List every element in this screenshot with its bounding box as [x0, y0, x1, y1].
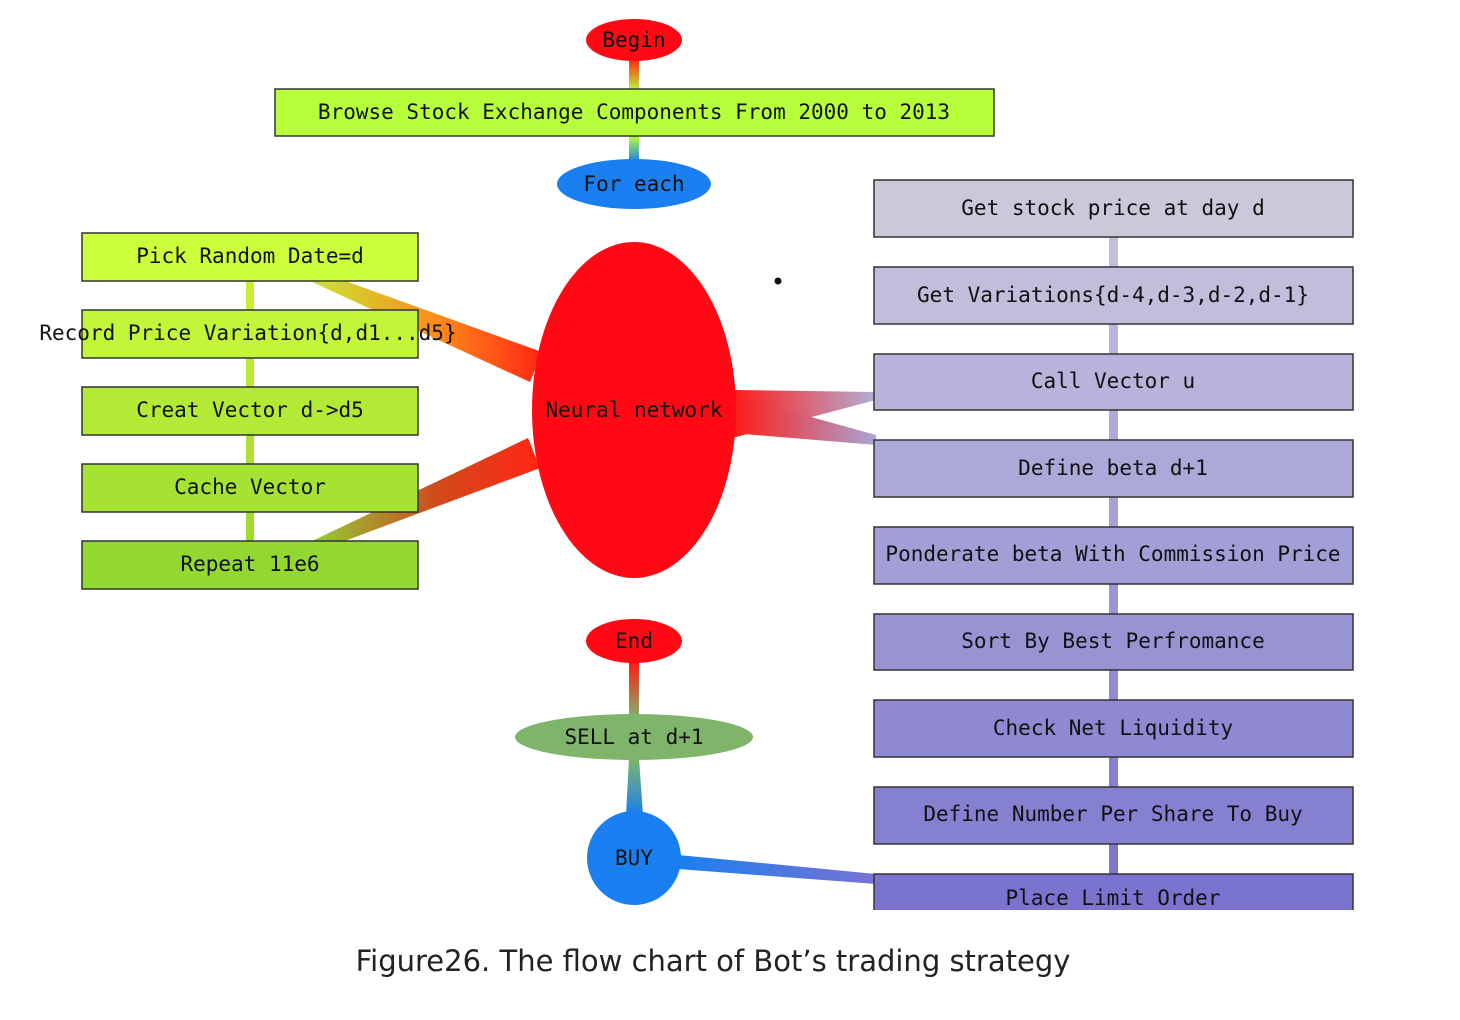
- buy-label: BUY: [615, 846, 653, 870]
- left-step-3: [81, 386, 419, 436]
- sell-node: [515, 714, 753, 760]
- right-step-6: [873, 613, 1354, 671]
- edge-browse-foreach: [629, 136, 639, 162]
- right-step-4-label: Define beta d+1: [1018, 456, 1208, 480]
- edge-buy-place-limit-order: [678, 855, 876, 884]
- end-label: End: [615, 629, 653, 653]
- right-step-9: [873, 873, 1354, 910]
- edge-right-1: [1109, 237, 1118, 267]
- browse-label: Browse Stock Exchange Components From 20…: [318, 100, 950, 124]
- right-step-2-label: Get Variations{d-4,d-3,d-2,d-1}: [917, 283, 1309, 307]
- right-step-8-label: Define Number Per Share To Buy: [923, 802, 1302, 826]
- left-step-3-label: Creat Vector d->d5: [136, 398, 364, 422]
- right-step-6-label: Sort By Best Perfromance: [961, 629, 1264, 653]
- right-step-5-label: Ponderate beta With Commission Price: [885, 542, 1340, 566]
- buy-node: [587, 811, 681, 905]
- left-step-2: [81, 309, 419, 359]
- left-step-1-label: Pick Random Date=d: [136, 244, 364, 268]
- edge-right-2: [1109, 324, 1118, 354]
- neural-network-node: [532, 242, 736, 578]
- right-step-3-label: Call Vector u: [1031, 369, 1195, 393]
- edge-right-5: [1109, 584, 1118, 614]
- edge-right-6: [1109, 670, 1118, 700]
- edge-right-3: [1109, 410, 1118, 440]
- edge-right-8: [1109, 844, 1118, 874]
- flowchart-diagram: Begin Browse Stock Exchange Components F…: [39, 19, 1354, 910]
- right-step-1-label: Get stock price at day d: [961, 196, 1264, 220]
- for-each-label: For each: [583, 172, 684, 196]
- edge-begin-browse: [629, 60, 639, 91]
- stray-dot: [774, 277, 782, 285]
- right-step-3: [873, 353, 1354, 411]
- left-step-4: [81, 463, 419, 513]
- right-step-9-label: Place Limit Order: [1006, 886, 1221, 910]
- right-step-7: [873, 699, 1354, 758]
- edge-left-3: [246, 435, 254, 465]
- right-step-5: [873, 526, 1354, 585]
- left-step-4-label: Cache Vector: [174, 475, 326, 499]
- end-node: [586, 619, 682, 663]
- edge-pick-random-date-neural-network: [312, 282, 542, 382]
- left-step-5: [81, 540, 419, 590]
- right-step-8: [873, 786, 1354, 845]
- edge-right-4: [1109, 497, 1118, 527]
- left-step-1: [81, 232, 419, 282]
- edge-right-7: [1109, 757, 1118, 787]
- edge-left-4: [246, 512, 254, 542]
- edge-left-2: [246, 358, 254, 388]
- begin-node: [586, 19, 682, 61]
- edge-sell-buy: [626, 758, 643, 815]
- left-step-5-label: Repeat 11e6: [180, 552, 319, 576]
- edge-repeat-neural-network: [310, 438, 540, 542]
- browse-node: [274, 88, 995, 137]
- left-step-2-label: Record Price Variation{d,d1...d5}: [39, 321, 456, 345]
- right-step-7-label: Check Net Liquidity: [993, 716, 1233, 740]
- right-step-2: [873, 266, 1354, 325]
- edge-left-1: [246, 281, 254, 311]
- begin-label: Begin: [602, 28, 665, 52]
- edge-neural-network-define-beta: [732, 395, 876, 445]
- for-each-node: [557, 159, 711, 209]
- neural-network-label: Neural network: [545, 398, 722, 422]
- sell-label: SELL at d+1: [564, 725, 703, 749]
- right-step-1: [873, 179, 1354, 238]
- figure-caption: Figure26. The flow chart of Bot’s tradin…: [355, 944, 1071, 978]
- edge-end-sell: [629, 662, 639, 718]
- right-step-4: [873, 439, 1354, 498]
